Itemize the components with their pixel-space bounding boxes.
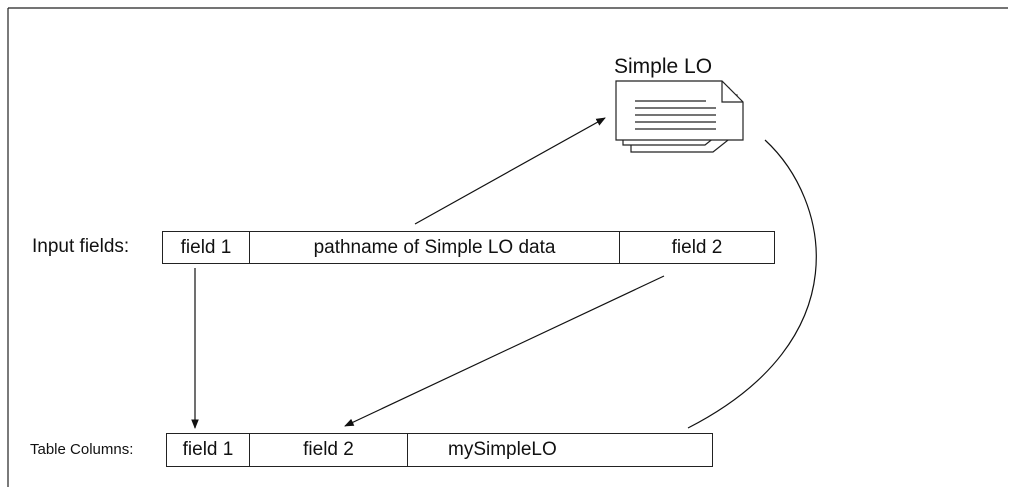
curve-lo-to-column — [687, 139, 817, 429]
document-icon — [615, 80, 744, 153]
table-cell-mysimplelo: mySimpleLO — [407, 433, 713, 467]
arrow-field2-to-table — [344, 275, 665, 427]
document-title: Simple LO — [614, 55, 713, 78]
input-cell-field1: field 1 — [162, 231, 250, 264]
input-cell-pathname: pathname of Simple LO data — [249, 231, 620, 264]
input-cell-field2: field 2 — [619, 231, 775, 264]
arrow-pathname-to-lo — [414, 117, 606, 225]
table-columns-label: Table Columns: — [30, 441, 134, 458]
table-cell-field1: field 1 — [166, 433, 250, 467]
table-cell-field2: field 2 — [249, 433, 408, 467]
input-fields-label: Input fields: — [32, 236, 130, 257]
